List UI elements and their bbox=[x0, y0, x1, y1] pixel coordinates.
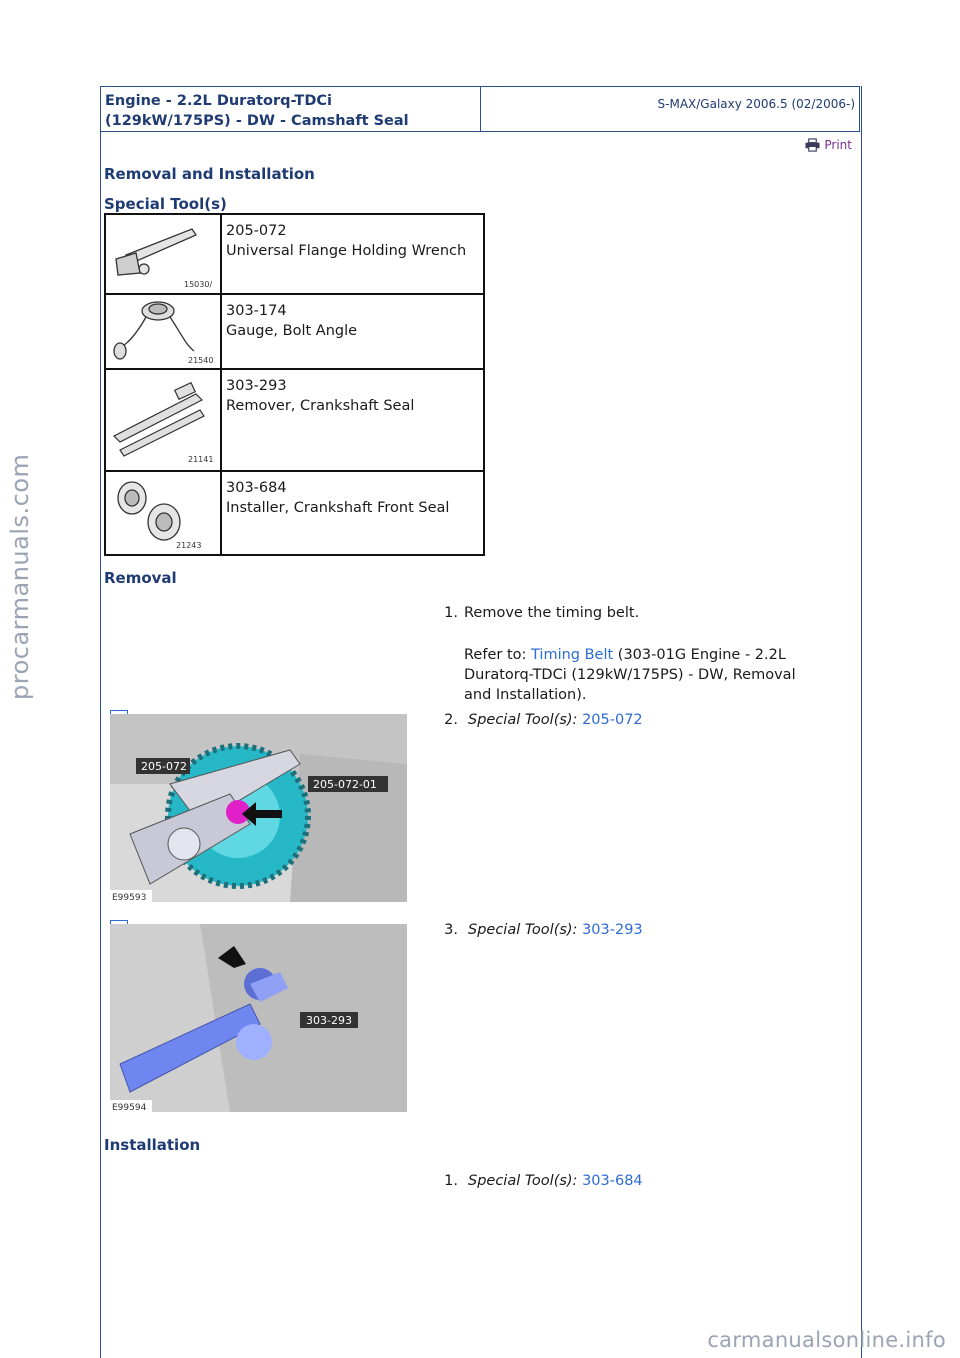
tool-image-code: 21243 bbox=[176, 541, 201, 550]
step-number: 1. bbox=[444, 605, 458, 621]
refer-suffix-3: and Installation). bbox=[464, 687, 587, 703]
crankshaft-seal-remover-illustration: 21141 bbox=[112, 381, 213, 464]
timing-belt-link[interactable]: Timing Belt bbox=[531, 647, 614, 663]
tool-image-cell: 21243 bbox=[104, 470, 222, 556]
document-title: Engine - 2.2L Duratorq-TDCi (129kW/175PS… bbox=[101, 87, 481, 131]
step-instruction: Remove the timing belt. bbox=[464, 605, 640, 621]
refer-suffix-1: (303-01G Engine - 2.2L bbox=[617, 647, 786, 663]
special-tools-ref: Special Tool(s): 303-684 bbox=[468, 1171, 838, 1191]
step-number: 3. bbox=[444, 922, 458, 938]
callout-label: 205-072-01 bbox=[313, 778, 377, 791]
figure-flange-wrench: 205-072 205-072-01 E99593 bbox=[110, 714, 407, 902]
removal-step-2: 2. Special Tool(s): 205-072 bbox=[428, 710, 848, 732]
tool-number: 303-174 bbox=[226, 303, 287, 319]
removal-heading: Removal bbox=[104, 569, 177, 587]
tool-info: 303-293 Remover, Crankshaft Seal bbox=[220, 368, 485, 472]
installation-heading: Installation bbox=[104, 1136, 201, 1154]
model-label: S-MAX/Galaxy 2006.5 (02/2006-) bbox=[657, 97, 855, 111]
print-label: Print bbox=[824, 138, 852, 152]
tool-image-cell: 21540 bbox=[104, 293, 222, 370]
tool-image-code: 21540 bbox=[188, 356, 213, 365]
tool-info: 303-174 Gauge, Bolt Angle bbox=[220, 293, 485, 370]
tool-row: 21243 303-684 Installer, Crankshaft Fron… bbox=[104, 470, 485, 556]
callout-label: 205-072 bbox=[141, 760, 187, 773]
tool-image-cell: 15030/ bbox=[104, 213, 222, 295]
page-frame bbox=[100, 86, 862, 1358]
tool-number: 303-293 bbox=[226, 378, 287, 394]
callout-label: 303-293 bbox=[306, 1014, 352, 1027]
tool-name: Universal Flange Holding Wrench bbox=[226, 243, 467, 259]
special-tools-label: Special Tool(s): bbox=[468, 1173, 578, 1189]
title-line-2: (129kW/175PS) - DW - Camshaft Seal bbox=[105, 113, 409, 129]
tool-image-cell: 21141 bbox=[104, 368, 222, 472]
tool-link-303-293[interactable]: 303-293 bbox=[582, 922, 643, 938]
removal-step-3: 3. Special Tool(s): 303-293 bbox=[428, 920, 848, 942]
tool-image-code: 15030/ bbox=[184, 280, 212, 289]
special-tools-title: Special Tool(s) bbox=[104, 195, 227, 213]
special-tools-ref: Special Tool(s): 205-072 bbox=[468, 710, 838, 730]
removal-step-1: 1. Remove the timing belt. Refer to: Tim… bbox=[428, 603, 848, 703]
document-header: Engine - 2.2L Duratorq-TDCi (129kW/175PS… bbox=[100, 86, 860, 132]
tool-info: 303-684 Installer, Crankshaft Front Seal bbox=[220, 470, 485, 556]
tool-info: 205-072 Universal Flange Holding Wrench bbox=[220, 213, 485, 295]
tool-name: Installer, Crankshaft Front Seal bbox=[226, 500, 450, 516]
figure-seal-remover: 303-293 E99594 bbox=[110, 924, 407, 1112]
special-tools-label: Special Tool(s): bbox=[468, 922, 578, 938]
tool-name: Gauge, Bolt Angle bbox=[226, 323, 358, 339]
special-tools-label: Special Tool(s): bbox=[468, 712, 578, 728]
tool-link-205-072[interactable]: 205-072 bbox=[582, 712, 643, 728]
refer-prefix: Refer to: bbox=[464, 647, 527, 663]
tool-number: 303-684 bbox=[226, 480, 287, 496]
tool-row: 21540 303-174 Gauge, Bolt Angle bbox=[104, 293, 485, 370]
side-watermark: procarmanuals.com bbox=[6, 453, 34, 700]
tool-link-303-684[interactable]: 303-684 bbox=[582, 1173, 643, 1189]
tool-name: Remover, Crankshaft Seal bbox=[226, 398, 415, 414]
section-title: Removal and Installation bbox=[104, 165, 315, 183]
step-number: 2. bbox=[444, 712, 458, 728]
flange-wrench-illustration: 15030/ bbox=[115, 228, 212, 289]
tool-number: 205-072 bbox=[226, 223, 287, 239]
bolt-angle-gauge-illustration: 21540 bbox=[113, 301, 213, 365]
tool-image-code: 21141 bbox=[188, 455, 213, 464]
print-button[interactable]: Print bbox=[805, 138, 852, 152]
tool-row: 21141 303-293 Remover, Crankshaft Seal bbox=[104, 368, 485, 472]
special-tools-table: 15030/ 205-072 Universal Flange Holding … bbox=[104, 213, 485, 556]
installation-step-1: 1. Special Tool(s): 303-684 bbox=[428, 1171, 848, 1193]
bottom-watermark: carmanualsonline.info bbox=[707, 1328, 946, 1352]
figure-code: E99593 bbox=[112, 893, 146, 902]
tool-row: 15030/ 205-072 Universal Flange Holding … bbox=[104, 213, 485, 295]
crankshaft-seal-installer-illustration: 21243 bbox=[117, 481, 201, 550]
special-tools-ref: Special Tool(s): 303-293 bbox=[468, 920, 838, 940]
refer-to-note: Refer to: Timing Belt (303-01G Engine - … bbox=[464, 645, 834, 705]
title-line-1: Engine - 2.2L Duratorq-TDCi bbox=[105, 93, 332, 109]
figure-code: E99594 bbox=[112, 1103, 147, 1112]
step-number: 1. bbox=[444, 1173, 458, 1189]
printer-icon bbox=[805, 138, 820, 152]
refer-suffix-2: Duratorq-TDCi (129kW/175PS) - DW, Remova… bbox=[464, 667, 796, 683]
